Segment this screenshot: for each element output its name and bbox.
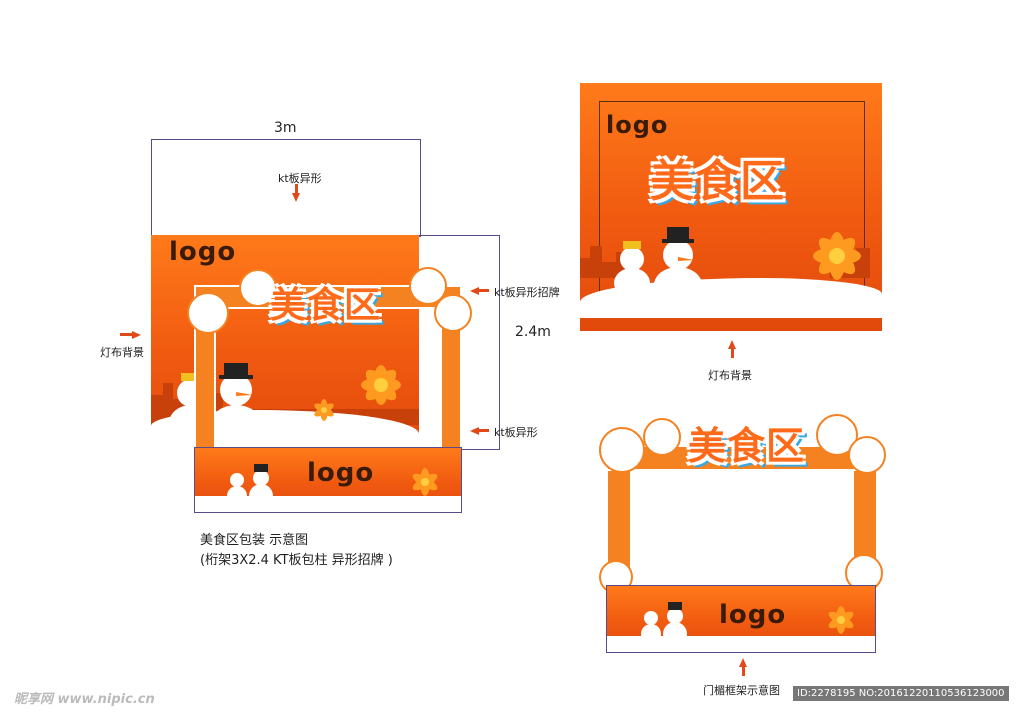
right-flower-large-icon xyxy=(813,232,861,280)
kt-sign-label: kt板异形招牌 xyxy=(494,286,560,299)
right-backdrop-arrow-head xyxy=(728,340,736,349)
right-backdrop: logo 美食区 xyxy=(580,83,882,331)
kt-side-label: kt板异形 xyxy=(494,426,538,439)
arch-snowflake-icon xyxy=(599,414,886,474)
right-snowman-icon xyxy=(614,227,702,303)
watermark-id: ID:2278195 NO:20161220110536123000 xyxy=(793,686,1009,701)
right-backdrop-arrow-stem xyxy=(731,349,734,358)
kt-top-arrow-stem xyxy=(295,184,298,193)
left-title-badge: 美食区 xyxy=(270,285,382,326)
banner-flower-icon xyxy=(412,468,438,496)
cloth-bg-arrow-stem xyxy=(120,333,132,336)
orange-flower-large xyxy=(361,365,401,405)
height-dimension-label: 2.4m xyxy=(515,324,551,340)
watermark-site: 昵享网 www.nipic.cn xyxy=(14,692,155,707)
width-dimension-label: 3m xyxy=(274,120,297,136)
right-backdrop-title: 美食区 xyxy=(650,156,785,207)
snowflake-icon xyxy=(187,267,472,334)
kt-top-arrow-head xyxy=(292,193,300,202)
orange-flower-small xyxy=(314,399,334,421)
arch-bottom-banner: logo xyxy=(606,585,876,653)
snowman-icon xyxy=(169,363,262,440)
left-bottom-banner: logo xyxy=(194,447,462,513)
arch-title-badge: 美食区 xyxy=(688,424,806,468)
right-backdrop-logo: logo xyxy=(606,111,669,139)
banner-logo: logo xyxy=(307,458,375,488)
caption-line2: (桁架3X2.4 KT板包柱 异形招牌 ) xyxy=(200,553,393,568)
arch-banner-logo: logo xyxy=(719,600,787,630)
right-bottom-strip xyxy=(580,319,882,331)
arch-label: 门楣框架示意图 xyxy=(703,684,780,697)
kt-sign-arrow-head xyxy=(470,287,479,295)
cloth-bg-arrow-head xyxy=(132,331,141,339)
kt-sign-arrow-stem xyxy=(479,289,489,292)
cloth-bg-label-left: 灯布背景 xyxy=(100,346,144,359)
arch-arrow-stem xyxy=(742,667,745,676)
kt-side-arrow-stem xyxy=(479,429,489,432)
left-backdrop-logo: logo xyxy=(169,237,237,267)
right-backdrop-label: 灯布背景 xyxy=(708,369,752,382)
arch-arrow-head xyxy=(739,658,747,667)
kt-side-arrow-head xyxy=(470,427,479,435)
arch-banner-snowman-icon xyxy=(641,602,687,646)
arch-banner-flower-icon xyxy=(828,606,854,634)
caption-line1: 美食区包装 示意图 xyxy=(200,533,309,548)
kt-top-label: kt板异形 xyxy=(278,172,322,185)
kt-top-outline xyxy=(151,139,421,237)
banner-snowman-icon xyxy=(227,464,273,508)
